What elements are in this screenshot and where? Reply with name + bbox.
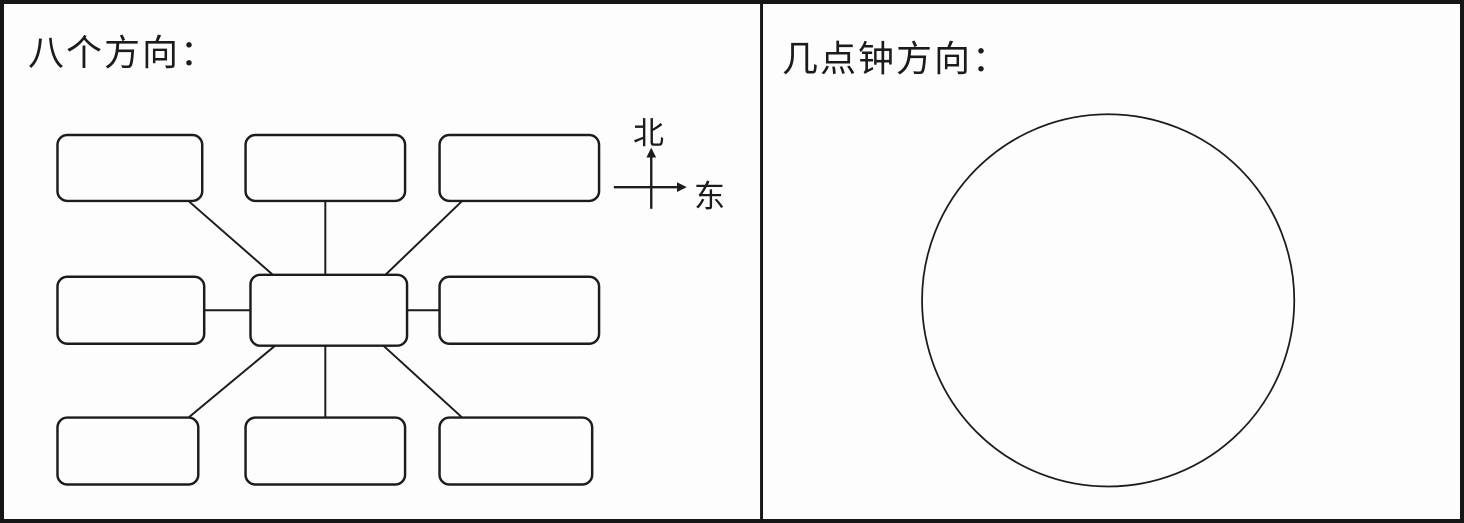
right-panel-title: 几点钟方向： [782,39,1011,79]
direction-box-west [56,275,206,345]
connector-line-northeast [382,200,463,278]
diagram-canvas [56,4,1296,519]
connector-line-northwest [187,200,276,278]
direction-box-northeast [438,133,601,203]
clock-circle [921,113,1296,488]
direction-box-southeast [438,416,594,486]
direction-box-north [244,133,407,203]
direction-box-northwest [56,133,204,203]
compass-east-label: 东 [694,179,725,214]
direction-box-south [244,416,407,486]
connector-line-southwest [187,344,276,419]
direction-box-southwest [56,416,200,486]
direction-box-east [438,275,601,345]
compass-north-label: 北 [633,116,664,151]
direction-box-center [249,273,409,347]
connector-line-southeast [382,344,463,419]
left-panel-title: 八个方向： [28,33,219,73]
